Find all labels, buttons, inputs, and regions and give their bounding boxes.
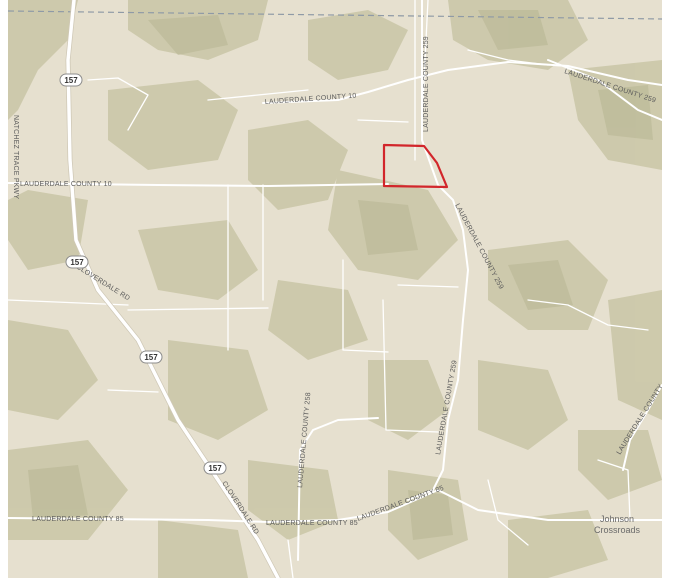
shield-number: 157: [70, 258, 84, 267]
state-boundary-line: [8, 10, 662, 20]
forest-cover: [8, 0, 662, 578]
road-label-county-85-west: LAUDERDALE COUNTY 85: [32, 516, 124, 523]
map-canvas[interactable]: LAUDERDALE COUNTY 10 LAUDERDALE COUNTY 1…: [8, 0, 662, 578]
road-label-edge-vertical: NATCHEZ TRACE PKWY: [12, 115, 19, 199]
shield-number: 157: [144, 353, 158, 362]
forest-cover-dense: [28, 10, 653, 540]
main-roads: [8, 0, 662, 578]
map-viewport[interactable]: LAUDERDALE COUNTY 10 LAUDERDALE COUNTY 1…: [8, 0, 662, 578]
shield-number: 157: [64, 76, 78, 85]
highway-shield-icon: 157: [139, 350, 163, 364]
parcel-boundary-icon[interactable]: [382, 143, 449, 189]
highway-shield-icon: 157: [59, 73, 83, 87]
shield-number: 157: [208, 464, 222, 473]
place-label-crossroads: Crossroads: [594, 525, 641, 535]
road-label-county-259-north: LAUDERDALE COUNTY 259: [423, 36, 430, 132]
place-label-johnson: Johnson: [600, 514, 634, 524]
highway-shield-icon: 157: [203, 461, 227, 475]
highway-shield-icon: 157: [65, 255, 89, 269]
road-label-county-85-center: LAUDERDALE COUNTY 85: [266, 520, 358, 527]
road-label-county-10-west: LAUDERDALE COUNTY 10: [20, 181, 112, 188]
